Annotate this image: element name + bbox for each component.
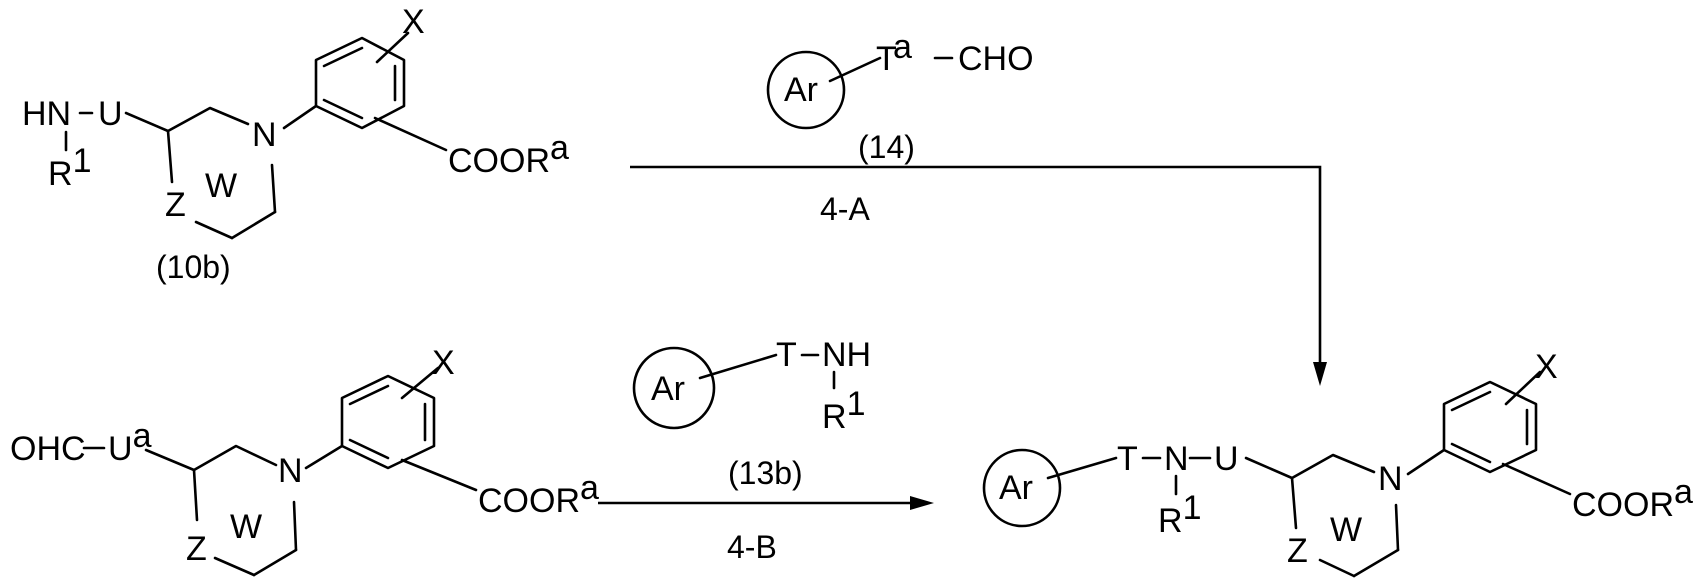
nitrogen-label: N	[1164, 440, 1189, 478]
ring-bond	[1396, 505, 1398, 550]
ring-n: N	[252, 116, 277, 154]
ester-label: COORa	[448, 129, 569, 180]
reagent-14: Ar Ta CHO (14)	[768, 28, 1034, 165]
ring-bond	[232, 212, 275, 238]
compound-label: (10b)	[156, 249, 231, 285]
compound-label: (14)	[858, 129, 915, 165]
substituent-label: R1	[822, 385, 865, 436]
ring-bond	[168, 131, 172, 182]
substituent-label: R1	[1158, 489, 1201, 540]
aldehyde-group: OHC	[10, 430, 86, 468]
bond	[284, 106, 316, 128]
ring-bond	[215, 558, 254, 575]
bond	[1048, 458, 1116, 478]
bond	[1408, 450, 1444, 474]
arrow-head	[1313, 362, 1327, 386]
linker-label: U	[1214, 440, 1239, 478]
ester-label: COORa	[1572, 473, 1693, 524]
ester-label: COORa	[478, 469, 599, 520]
linker-label: U	[98, 95, 123, 133]
aryl-sub-x: X	[1535, 348, 1558, 386]
amine-label: HN	[22, 95, 71, 133]
bond	[375, 118, 446, 150]
bond	[324, 48, 362, 66]
step-label: 4-B	[727, 529, 777, 565]
ring-bonds-top	[126, 108, 248, 131]
reagent-13b: Ar T NH R1 (13b)	[634, 336, 871, 491]
benzene-ring	[1444, 382, 1536, 472]
ring-atom-z: Z	[186, 530, 207, 568]
aryl-sub-x: X	[432, 344, 455, 382]
ring-bond	[194, 470, 197, 520]
bond	[402, 460, 476, 490]
ar-label: Ar	[651, 370, 685, 408]
bond	[324, 100, 362, 118]
bond	[700, 355, 776, 378]
substituent-label: R1	[48, 142, 91, 193]
tether-label: T	[1117, 440, 1138, 478]
tether-label: T	[776, 336, 797, 374]
amine-label: NH	[822, 336, 871, 374]
ar-label: Ar	[784, 71, 818, 109]
ring-bonds-top	[1246, 455, 1374, 478]
arrow-4b: 4-B	[598, 496, 934, 565]
ring-bonds-top	[146, 446, 276, 470]
ring-label-w: W	[230, 508, 262, 546]
benzene-ring	[316, 38, 404, 128]
ring-label-w: W	[205, 167, 237, 205]
ring-bond	[254, 550, 296, 575]
aryl-sub-x: X	[402, 3, 425, 41]
ring-bond	[1292, 478, 1296, 528]
bond	[1452, 444, 1490, 462]
ring-atom-z: Z	[1287, 532, 1308, 570]
bond	[1503, 464, 1570, 494]
aldehyde-start: OHC Ua Z W N X COORa	[10, 344, 599, 575]
benzene-ring	[342, 376, 434, 468]
aldehyde-label: CHO	[958, 40, 1034, 78]
ring-bond	[272, 165, 275, 212]
ring-n: N	[278, 452, 303, 490]
tether-label: Ta	[876, 28, 912, 78]
bond	[306, 446, 342, 468]
arrow-head	[910, 496, 934, 510]
arrow-4a: 4-A	[630, 167, 1327, 386]
product: Ar T N R1 U Z W N X COORa	[984, 348, 1693, 576]
ring-bond	[196, 222, 232, 238]
compound-label: (13b)	[728, 455, 803, 491]
ring-label-w: W	[1330, 511, 1362, 549]
compound-10b: HN U R1 Z W N X COORa (10b)	[22, 3, 569, 285]
reaction-arrow	[630, 167, 1320, 368]
ring-bond	[1354, 550, 1398, 576]
ring-bond	[294, 502, 296, 550]
step-label: 4-A	[820, 191, 870, 227]
ar-label: Ar	[999, 469, 1033, 507]
ring-atom-z: Z	[165, 186, 186, 224]
bond	[350, 386, 388, 404]
ring-bond	[1320, 560, 1354, 576]
linker-label: Ua	[108, 417, 152, 468]
bond	[1452, 392, 1490, 410]
ring-n: N	[1378, 460, 1403, 498]
bond	[350, 440, 388, 458]
